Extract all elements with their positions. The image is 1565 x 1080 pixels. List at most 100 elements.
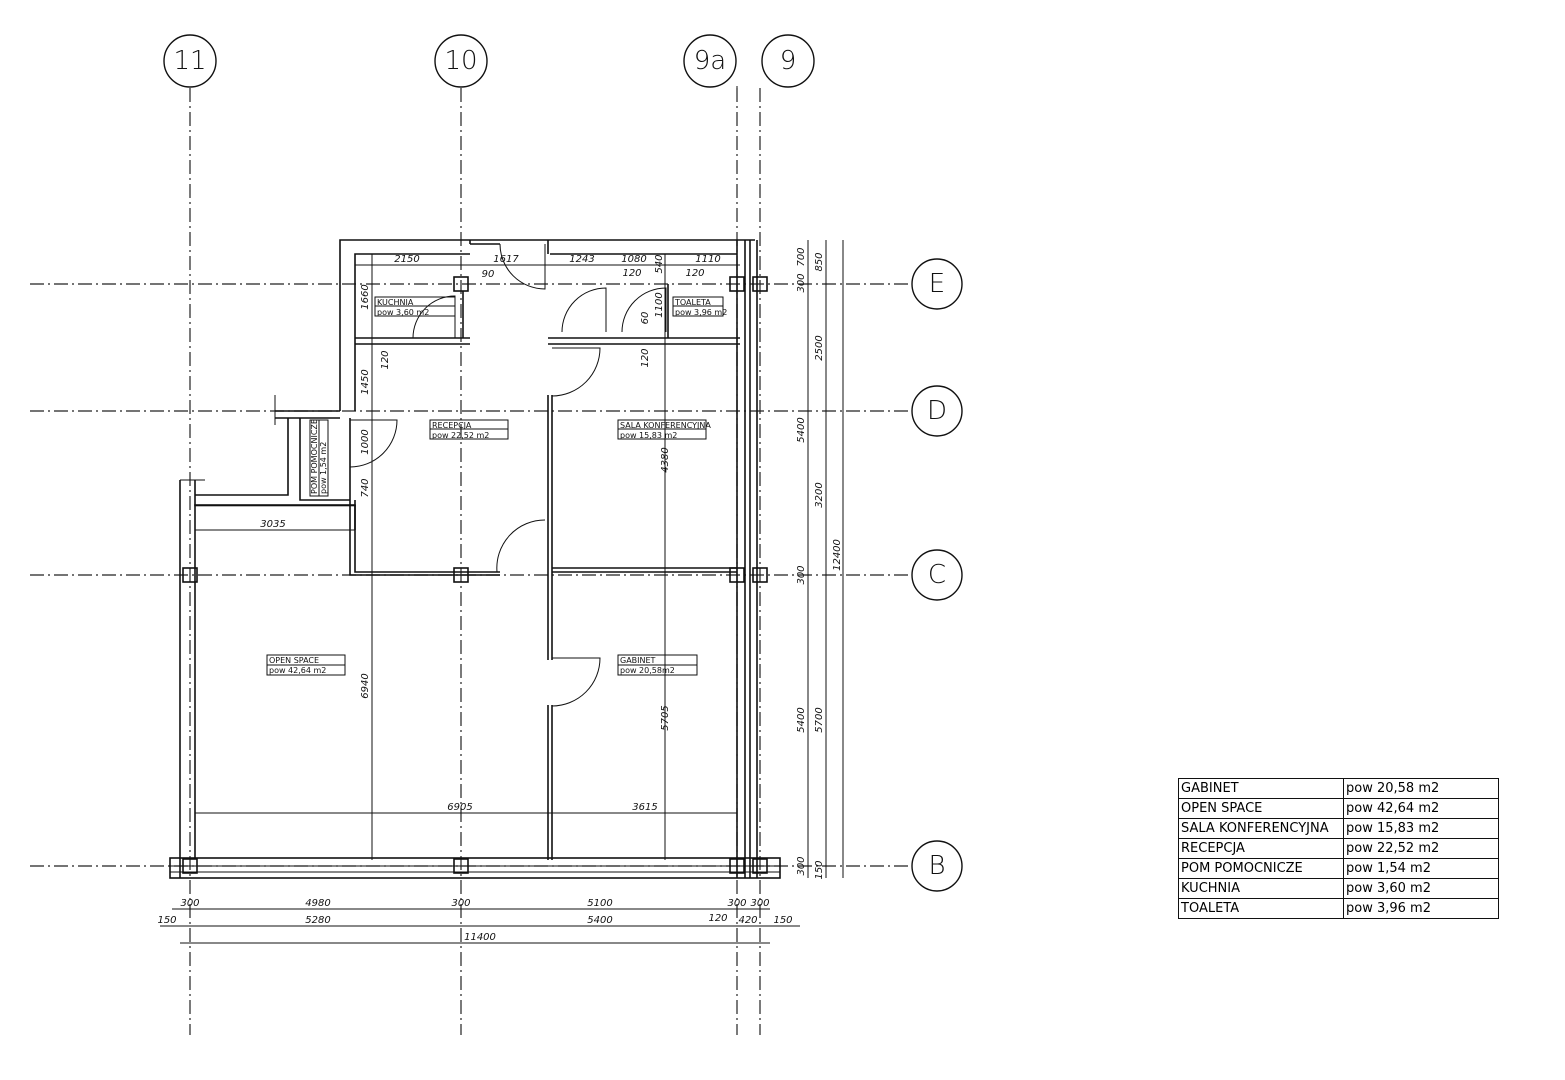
dimension-label: 5100	[587, 898, 612, 909]
dimension-label: 120	[622, 268, 641, 279]
room-gabinet: GABINET pow 20,58m2	[617, 654, 698, 676]
room-kuchnia: KUCHNIA pow 3,60 m2	[374, 296, 456, 317]
dimension-label: 11400	[464, 932, 496, 943]
dimension-label: 1450	[360, 369, 371, 394]
room-name: GABINET	[620, 656, 656, 665]
bubble-9: 9	[780, 46, 797, 76]
dimension-label: 5400	[587, 915, 612, 926]
room-toaleta: TOALETA pow 3,96 m2	[672, 296, 727, 317]
dimension-label: 3200	[814, 482, 825, 507]
room-area: pow 22,52 m2	[432, 431, 489, 440]
dimension-label: 4380	[660, 447, 671, 472]
room-name: TOALETA	[674, 298, 711, 307]
bubble-10: 10	[444, 46, 477, 76]
room-name: POM POMOCNICZE	[310, 419, 319, 494]
room-name: KUCHNIA	[377, 298, 414, 307]
dimension-label: 3035	[260, 519, 285, 530]
dimension-label: 150	[773, 915, 792, 926]
dimension-label: 1100	[654, 292, 665, 317]
bubble-B: B	[928, 851, 945, 881]
room-name: RECEPCJA	[432, 421, 472, 430]
room-area-cell: pow 42,64 m2	[1343, 798, 1499, 819]
dimension-label: 1243	[569, 254, 594, 265]
room-area: pow 42,64 m2	[269, 666, 326, 675]
dimension-label: 740	[360, 478, 371, 497]
dimension-label: 4980	[305, 898, 330, 909]
room-area-cell: pow 22,52 m2	[1343, 838, 1499, 859]
dimension-label: 12400	[832, 539, 843, 571]
room-area-cell: pow 1,54 m2	[1343, 858, 1499, 879]
room-labels: KUCHNIA pow 3,60 m2 TOALETA pow 3,96 m2 …	[266, 296, 727, 676]
dimension-label: 300	[727, 898, 746, 909]
room-name-cell: SALA KONFERENCYJNA	[1178, 818, 1344, 839]
grid-bubbles: 11 10 9a 9 E D C B	[163, 34, 963, 892]
room-recepcja: RECEPCJA pow 22,52 m2	[429, 419, 509, 440]
room-name-cell: POM POMOCNICZE	[1178, 858, 1344, 879]
dimension-label: 90	[482, 269, 495, 280]
dimension-label: 120	[380, 350, 391, 369]
dimension-label: 60	[640, 312, 651, 325]
dimension-label: 700	[796, 247, 807, 266]
bubble-9a: 9a	[694, 46, 726, 76]
room-name-cell: GABINET	[1178, 778, 1344, 799]
dimension-label: 300	[451, 898, 470, 909]
room-sala-konferencyjna: SALA KONFERENCYJNA pow 15,83 m2	[617, 419, 711, 440]
bubble-D: D	[927, 396, 947, 426]
room-area: pow 20,58m2	[620, 666, 675, 675]
room-area: pow 15,83 m2	[620, 431, 677, 440]
dimension-label: 120	[708, 913, 727, 924]
dimension-label: 1110	[695, 254, 720, 265]
dimension-label: 5700	[814, 707, 825, 732]
dimension-label: 1080	[621, 254, 646, 265]
room-pom-pomocnicze: POM POMOCNICZE pow 1,54 m2	[309, 419, 329, 497]
dimension-label: 1000	[360, 429, 371, 454]
dimension-label: 300	[796, 273, 807, 292]
dimension-label: 300	[796, 565, 807, 584]
dimension-label: 300	[180, 898, 199, 909]
door-gabinet	[551, 657, 601, 707]
door-sala	[551, 347, 601, 397]
room-area-cell: pow 20,58 m2	[1343, 778, 1499, 799]
dimension-label: 150	[157, 915, 176, 926]
dimension-label: 5400	[796, 707, 807, 732]
dimension-label: 120	[685, 268, 704, 279]
room-area: pow 3,96 m2	[675, 308, 727, 317]
dimension-label: 150	[814, 860, 825, 879]
dimension-label: 5280	[305, 915, 330, 926]
dimension-label: 2150	[394, 254, 419, 265]
room-name: OPEN SPACE	[269, 656, 319, 665]
dimension-label: 1660	[360, 284, 371, 309]
room-name-cell: KUCHNIA	[1178, 878, 1344, 899]
dimension-label: 2500	[814, 335, 825, 360]
doors	[349, 243, 667, 707]
dimension-lines	[160, 240, 844, 944]
room-area-cell: pow 3,96 m2	[1343, 898, 1499, 919]
dimension-label: 5400	[796, 417, 807, 442]
dimension-label: 850	[814, 252, 825, 271]
room-area-cell: pow 15,83 m2	[1343, 818, 1499, 839]
dimension-label: 300	[750, 898, 769, 909]
room-name-cell: RECEPCJA	[1178, 838, 1344, 859]
door-entry-top	[499, 243, 546, 290]
dimension-label: 300	[796, 856, 807, 875]
walls	[169, 239, 781, 879]
room-name-cell: OPEN SPACE	[1178, 798, 1344, 819]
bubble-C: C	[928, 560, 946, 590]
room-open-space: OPEN SPACE pow 42,64 m2	[266, 654, 346, 676]
dimension-label: 1617	[493, 254, 519, 265]
room-name-cell: TOALETA	[1178, 898, 1344, 919]
dimension-label: 6940	[360, 673, 371, 698]
bubble-11: 11	[173, 46, 206, 76]
door-toaleta	[621, 287, 667, 333]
room-area: pow 1,54 m2	[319, 442, 328, 494]
dimension-label: 540	[654, 254, 665, 273]
dimension-label: 6905	[447, 802, 472, 813]
room-name: SALA KONFERENCYJNA	[620, 421, 711, 430]
